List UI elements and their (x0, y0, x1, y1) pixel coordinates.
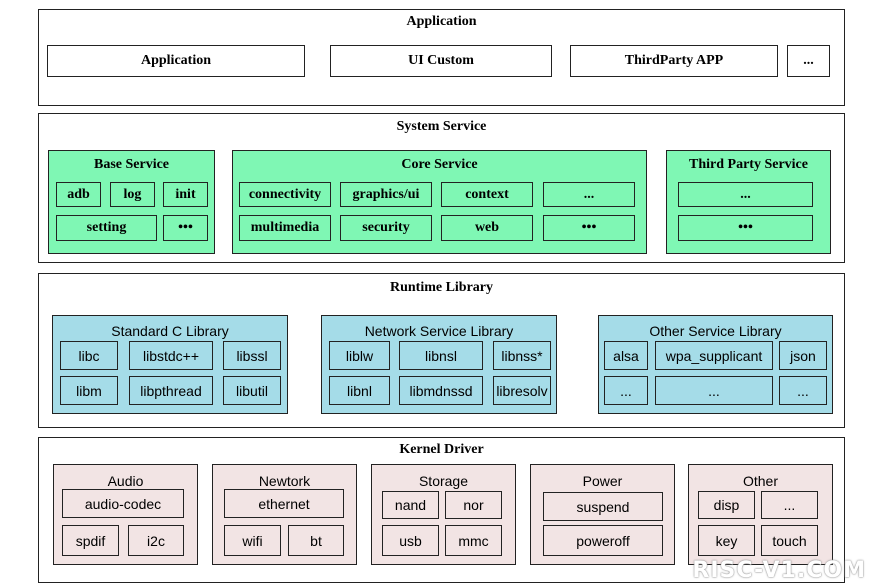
power-group: Power (530, 464, 675, 565)
libmdnssd-box: libmdnssd (399, 376, 483, 405)
bt-box: bt (288, 525, 344, 556)
ui-custom-box: UI Custom (330, 45, 552, 77)
i2c-box: i2c (128, 525, 184, 556)
other-service-more-box-2: ... (655, 376, 773, 405)
wifi-box: wifi (224, 525, 281, 556)
core-service-more-box-2: ••• (543, 215, 635, 241)
runtime-library-title: Runtime Library (389, 280, 494, 295)
libutil-box: libutil (223, 376, 281, 405)
standard-c-library-group: Standard C Library (52, 315, 288, 414)
suspend-box: suspend (543, 492, 663, 521)
watermark: RISC-V1.COM (692, 558, 866, 583)
base-service-more-box: ••• (163, 215, 208, 241)
application-layer: Application (38, 9, 845, 106)
libc-box: libc (60, 341, 118, 370)
libssl-box: libssl (223, 341, 281, 370)
storage-group: Storage (371, 464, 516, 565)
usb-box: usb (382, 525, 439, 556)
third-party-service-title: Third Party Service (689, 157, 808, 172)
third-party-service-more-box-1: ... (678, 182, 813, 207)
libresolv-box: libresolv (493, 376, 551, 405)
multimedia-box: multimedia (239, 215, 331, 241)
core-service-title: Core Service (401, 157, 478, 172)
audio-title: Audio (107, 473, 144, 489)
power-title: Power (582, 473, 623, 489)
disp-box: disp (698, 491, 755, 519)
base-service-group: Base Service (48, 150, 215, 254)
log-box: log (110, 182, 155, 207)
touch-box: touch (761, 525, 818, 556)
network-group: Newtork (212, 464, 357, 565)
libnss-box: libnss* (493, 341, 551, 370)
libpthread-box: libpthread (129, 376, 213, 405)
nor-box: nor (445, 491, 502, 519)
base-service-title: Base Service (93, 157, 170, 172)
poweroff-box: poweroff (543, 525, 663, 556)
core-service-group: Core Service (232, 150, 647, 254)
other-driver-title: Other (742, 473, 778, 489)
other-service-library-title: Other Service Library (649, 323, 782, 339)
key-box: key (698, 525, 755, 556)
libm-box: libm (60, 376, 118, 405)
application-more-box: ... (787, 45, 830, 77)
wpa-supplicant-box: wpa_supplicant (655, 341, 773, 370)
setting-box: setting (56, 215, 157, 241)
graphics-ui-box: graphics/ui (340, 182, 432, 207)
application-box: Application (47, 45, 305, 77)
security-box: security (340, 215, 432, 241)
core-service-more-box-1: ... (543, 182, 635, 207)
adb-box: adb (56, 182, 101, 207)
json-box: json (779, 341, 827, 370)
other-service-more-box-1: ... (604, 376, 648, 405)
mmc-box: mmc (445, 525, 502, 556)
other-driver-more-box: ... (761, 491, 818, 519)
application-layer-title: Application (406, 14, 477, 29)
alsa-box: alsa (604, 341, 648, 370)
kernel-driver-title: Kernel Driver (399, 442, 484, 457)
connectivity-box: connectivity (239, 182, 331, 207)
liblw-box: liblw (329, 341, 390, 370)
web-box: web (441, 215, 533, 241)
nand-box: nand (382, 491, 439, 519)
network-service-library-group: Network Service Library (321, 315, 557, 414)
ethernet-box: ethernet (224, 489, 344, 518)
libstdcpp-box: libstdc++ (129, 341, 213, 370)
standard-c-library-title: Standard C Library (111, 323, 229, 339)
network-title: Newtork (258, 473, 311, 489)
other-service-more-box-3: ... (779, 376, 827, 405)
libnl-box: libnl (329, 376, 390, 405)
audio-group: Audio (53, 464, 198, 565)
libnsl-box: libnsl (399, 341, 483, 370)
storage-title: Storage (418, 473, 469, 489)
other-service-library-group: Other Service Library (598, 315, 833, 414)
init-box: init (163, 182, 208, 207)
third-party-service-more-box-2: ••• (678, 215, 813, 241)
other-driver-group: Other (688, 464, 833, 565)
third-party-service-group: Third Party Service (666, 150, 831, 254)
network-service-library-title: Network Service Library (364, 323, 514, 339)
system-service-title: System Service (396, 119, 487, 134)
context-box: context (441, 182, 533, 207)
audio-codec-box: audio-codec (62, 489, 184, 518)
thirdparty-app-box: ThirdParty APP (570, 45, 778, 77)
spdif-box: spdif (62, 525, 119, 556)
